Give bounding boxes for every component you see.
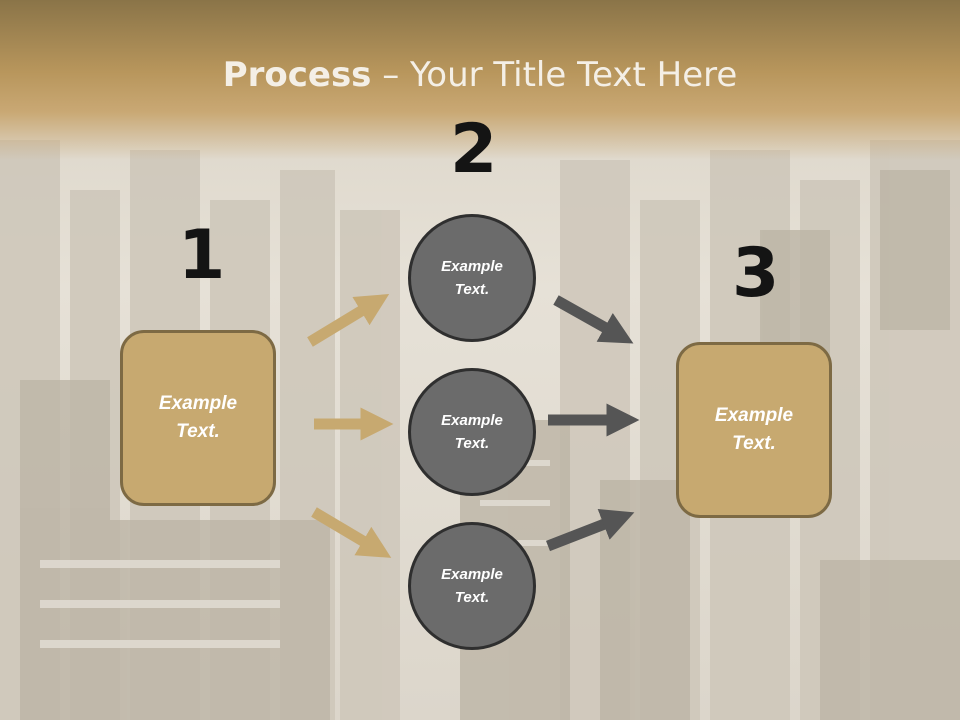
step-3-box: Example Text. [676,342,832,518]
title-banner [0,0,960,160]
step-number-1: 1 [178,216,226,295]
arrow-1-to-top [307,294,390,347]
step-2-circle-bottom: Example Text. [408,522,536,650]
step-1-text: Example Text. [158,392,238,443]
step-number-2: 2 [450,110,498,189]
step-2-circle-top: Example Text. [408,214,536,342]
title-bold: Process [222,55,372,95]
arrow-top-to-3 [553,295,634,344]
step-2-circle-top-text: Example Text. [441,257,503,298]
step-2-circle-middle-text: Example Text. [441,411,503,452]
step-3-text: Example Text. [714,404,794,455]
step-1-box: Example Text. [120,330,276,506]
title-rest: – Your Title Text Here [371,55,738,95]
step-number-3: 3 [732,234,780,313]
step-2-circle-bottom-text: Example Text. [441,565,503,606]
slide-title: Process – Your Title Text Here [0,55,960,95]
step-2-circle-middle: Example Text. [408,368,536,496]
arrow-bottom-to-3 [546,509,635,552]
arrow-1-to-bottom [311,507,392,558]
